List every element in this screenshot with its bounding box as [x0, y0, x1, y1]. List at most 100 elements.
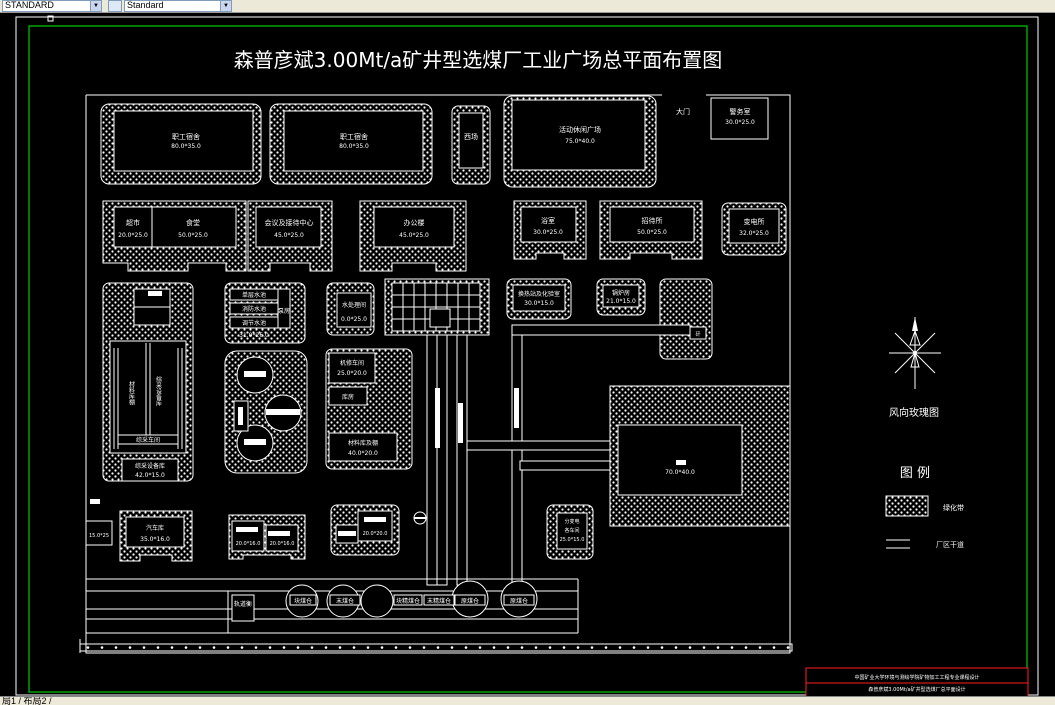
svg-text:块精煤仓: 块精煤仓	[396, 597, 420, 605]
svg-text:消防水池: 消防水池	[242, 305, 266, 313]
fence-post	[268, 646, 272, 649]
svg-text:材料库棚: 材料库棚	[128, 380, 135, 406]
svg-text:活动休闲广场: 活动休闲广场	[559, 125, 601, 134]
fence-post	[170, 646, 174, 649]
svg-text:换热站及化验室: 换热站及化验室	[518, 290, 560, 298]
fence-post	[240, 646, 244, 649]
dim-style-dropdown[interactable]: Standard ▼	[124, 0, 232, 12]
building-workshop	[109, 340, 187, 454]
svg-text:35.0*16.0: 35.0*16.0	[140, 536, 170, 543]
svg-text:原煤仓: 原煤仓	[461, 597, 479, 605]
fence-post	[758, 646, 762, 649]
building-dispatch	[556, 512, 588, 550]
conveyor-belt	[466, 440, 614, 451]
svg-text:调节水池: 调节水池	[242, 319, 266, 327]
svg-text:单层水池: 单层水池	[242, 291, 266, 299]
fence-post	[352, 646, 356, 649]
drawing-canvas[interactable]: 森普彦斌3.00Mt/a矿井型选煤厂工业广场总平面布置图 职工宿舍 80.0*3…	[0, 13, 1055, 699]
legend-greenbelt-swatch	[885, 495, 929, 517]
fence-post	[590, 646, 594, 649]
fence-post	[100, 646, 104, 649]
fence-post	[184, 646, 188, 649]
fence-post	[660, 646, 664, 649]
svg-text:70.0*40.0: 70.0*40.0	[665, 469, 695, 476]
svg-text:机修车间: 机修车间	[340, 359, 364, 367]
fence-post	[310, 646, 314, 649]
building-hostel	[609, 206, 695, 243]
fence-post	[86, 646, 90, 649]
svg-text:21.0*15.0: 21.0*15.0	[606, 298, 636, 305]
titleblock-line2: 森普彦斌3.00Mt/a矿井型选煤厂总平面设计	[868, 686, 965, 693]
fence-post	[716, 646, 720, 649]
building-meeting-center	[255, 206, 322, 248]
svg-text:锅炉房: 锅炉房	[612, 289, 630, 297]
sheet-border	[15, 16, 1039, 696]
building-west	[458, 112, 484, 169]
toolbar: STANDARD ▼ Standard ▼	[0, 0, 1055, 13]
svg-text:各车间: 各车间	[564, 527, 579, 534]
svg-text:水处理间: 水处理间	[342, 301, 366, 309]
svg-text:25.0*15.0: 25.0*15.0	[560, 537, 585, 543]
fence-post	[786, 646, 790, 649]
dim-style-value: Standard	[127, 0, 164, 10]
svg-text:末煤仓: 末煤仓	[336, 597, 354, 605]
svg-text:75.0*40.0: 75.0*40.0	[565, 138, 595, 145]
svg-text:32.0*25.0: 32.0*25.0	[739, 230, 769, 237]
titleblock-line1: 中国矿业大学环境与测绘学院矿物加工工程专业课程设计	[854, 674, 979, 681]
conveyor-belt	[426, 334, 438, 586]
layout-tabs[interactable]: 局1 / 布局2 /	[2, 696, 52, 705]
svg-text:80.0*35.0: 80.0*35.0	[339, 143, 369, 150]
building-water-treatment	[336, 292, 372, 328]
svg-text:30.0*25.0: 30.0*25.0	[725, 119, 755, 126]
fence-post	[548, 646, 552, 649]
legend-title: 图 例	[900, 466, 930, 481]
fence-post	[450, 646, 454, 649]
svg-text:综采设备库: 综采设备库	[155, 375, 162, 407]
fence-post	[730, 646, 734, 649]
building-compressor	[357, 510, 393, 542]
fence-post	[114, 646, 118, 649]
svg-text:42.0*15.0: 42.0*15.0	[135, 472, 165, 479]
fence-post	[534, 646, 538, 649]
fence-post	[296, 646, 300, 649]
fence-post	[506, 646, 510, 649]
svg-text:31.0*26.0: 31.0*26.0	[239, 332, 269, 339]
svg-text:泵房: 泵房	[278, 307, 290, 315]
svg-text:20.0*16.0: 20.0*16.0	[270, 541, 295, 547]
site-plan-svg: 森普彦斌3.00Mt/a矿井型选煤厂工业广场总平面布置图 职工宿舍 80.0*3…	[15, 15, 1039, 699]
fence-post	[576, 646, 580, 649]
building-boiler	[602, 284, 640, 308]
silo	[360, 584, 394, 618]
svg-text:职工宿舍: 职工宿舍	[172, 132, 200, 141]
fence-post	[128, 646, 132, 649]
svg-text:矸: 矸	[695, 332, 700, 338]
fence-post	[772, 646, 776, 649]
building-heat-station	[512, 284, 566, 312]
svg-text:综采设备库: 综采设备库	[135, 462, 165, 470]
svg-text:末精煤仓: 末精煤仓	[427, 597, 451, 605]
compass-rose-icon	[889, 317, 941, 389]
svg-text:超市: 超市	[126, 218, 140, 227]
svg-text:原煤仓: 原煤仓	[510, 597, 528, 605]
building-left	[85, 520, 113, 546]
grip-handle	[47, 15, 54, 22]
south-fence	[79, 643, 793, 652]
svg-text:轨道衡: 轨道衡	[234, 600, 252, 608]
svg-text:综采车间: 综采车间	[136, 436, 160, 444]
fence-post	[394, 646, 398, 649]
svg-text:西场: 西场	[464, 132, 478, 141]
svg-text:45.0*25.0: 45.0*25.0	[399, 232, 429, 239]
svg-text:50.0*25.0: 50.0*25.0	[178, 232, 208, 239]
fence-post	[212, 646, 216, 649]
svg-text:20.0*25.0: 20.0*25.0	[118, 232, 148, 239]
svg-text:办公楼: 办公楼	[404, 218, 425, 227]
chevron-down-icon: ▼	[220, 1, 231, 11]
building-dorm-2	[283, 110, 424, 172]
gate-label: 大门	[676, 107, 690, 116]
svg-text:招待所: 招待所	[642, 216, 663, 225]
svg-text:材料库及棚: 材料库及棚	[348, 439, 378, 447]
svg-text:40.0*20.0: 40.0*20.0	[348, 450, 378, 457]
fence-post	[380, 646, 384, 649]
text-style-dropdown[interactable]: STANDARD ▼	[2, 0, 102, 12]
dimension-style-icon[interactable]	[108, 0, 122, 12]
